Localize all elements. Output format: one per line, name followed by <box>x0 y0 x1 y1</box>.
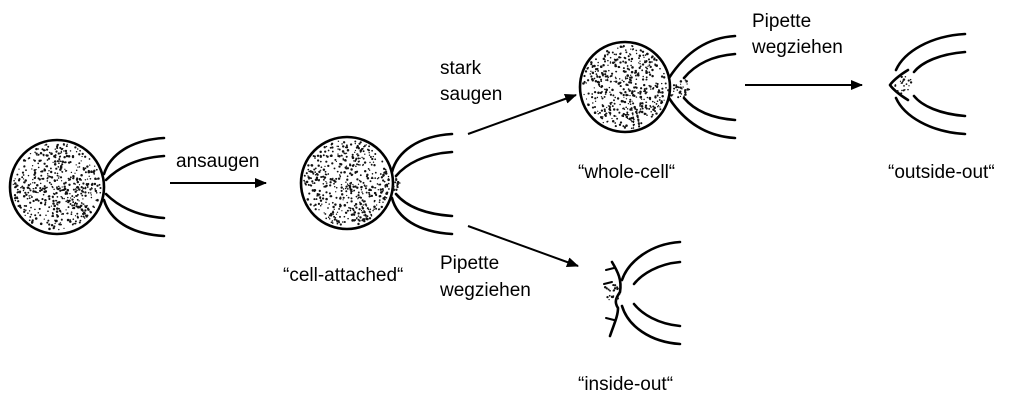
label-pipette-wegziehen-upper-line1: Pipette <box>752 10 811 34</box>
pipette-initial <box>104 138 164 236</box>
label-pipette-wegziehen-lower-line2: wegziehen <box>440 279 531 303</box>
label-outside-out: “outside-out“ <box>888 161 995 185</box>
label-pipette-wegziehen-lower-line1: Pipette <box>440 252 499 276</box>
label-pipette-wegziehen-upper-line2: wegziehen <box>752 36 843 60</box>
patch-inside-out <box>604 242 680 344</box>
label-ansaugen: ansaugen <box>176 150 259 174</box>
label-cell-attached: “cell-attached“ <box>283 264 403 288</box>
cell-attached <box>301 137 401 229</box>
cell-whole-cell <box>580 42 690 132</box>
patch-outside-out <box>890 34 965 134</box>
pipette-cell-attached <box>392 134 452 234</box>
label-whole-cell: “whole-cell“ <box>578 161 675 185</box>
label-inside-out: “inside-out“ <box>578 373 673 397</box>
label-stark-saugen-line1: stark <box>440 57 481 81</box>
cell-initial <box>10 140 104 234</box>
label-stark-saugen-line2: saugen <box>440 83 502 107</box>
